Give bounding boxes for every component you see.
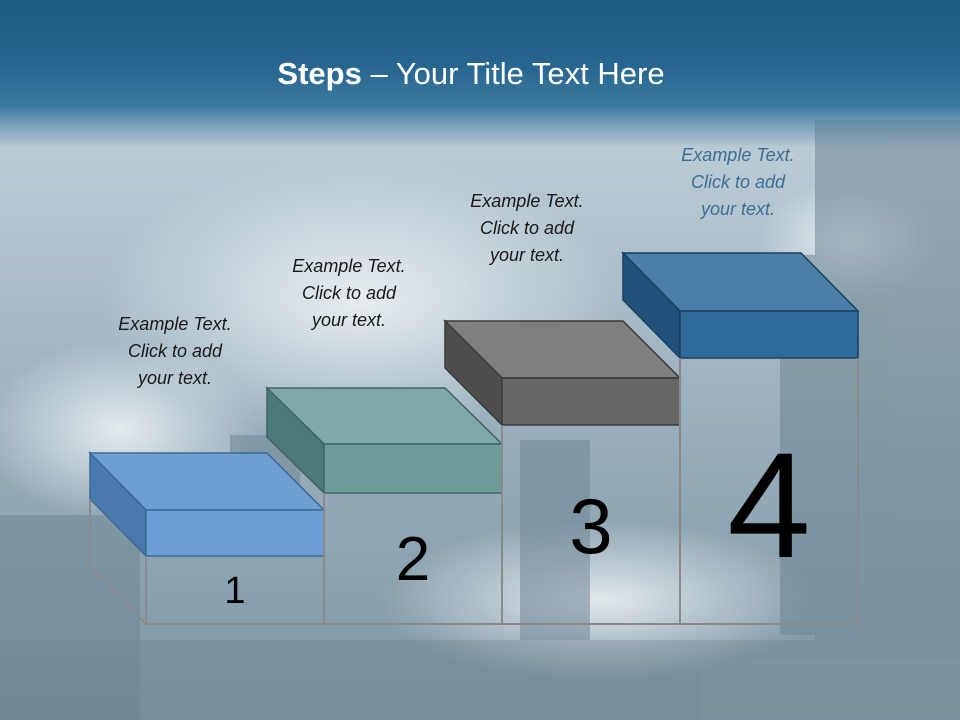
step-1-caption[interactable]: Example Text. Click to add your text. xyxy=(118,314,232,388)
step-4-front xyxy=(679,310,859,359)
step-4-caption[interactable]: Example Text. Click to add your text. xyxy=(681,145,795,219)
step-2-front xyxy=(323,443,503,494)
step-3-number: 3 xyxy=(569,482,613,570)
city-buildings xyxy=(0,120,960,720)
step-1-front xyxy=(145,509,325,557)
step-outline xyxy=(89,358,859,625)
slide-title-bold: Steps xyxy=(277,56,362,91)
slide-title[interactable]: Steps – Your Title Text Here xyxy=(0,52,942,96)
step-3-caption[interactable]: Example Text. Click to add your text. xyxy=(470,191,584,265)
step-4-number: 4 xyxy=(727,421,811,589)
title-band xyxy=(0,0,960,148)
step-2-number: 2 xyxy=(395,525,431,594)
step-3-front xyxy=(501,377,681,426)
step-1-block[interactable] xyxy=(88,451,326,558)
step-1-number: 1 xyxy=(224,570,246,612)
step-2-caption[interactable]: Example Text. Click to add your text. xyxy=(292,256,406,330)
step-3-block[interactable] xyxy=(443,319,682,427)
step-2-block[interactable] xyxy=(265,386,504,495)
step-4-block[interactable] xyxy=(621,251,860,360)
slide-title-text: – Your Title Text Here xyxy=(361,56,665,91)
